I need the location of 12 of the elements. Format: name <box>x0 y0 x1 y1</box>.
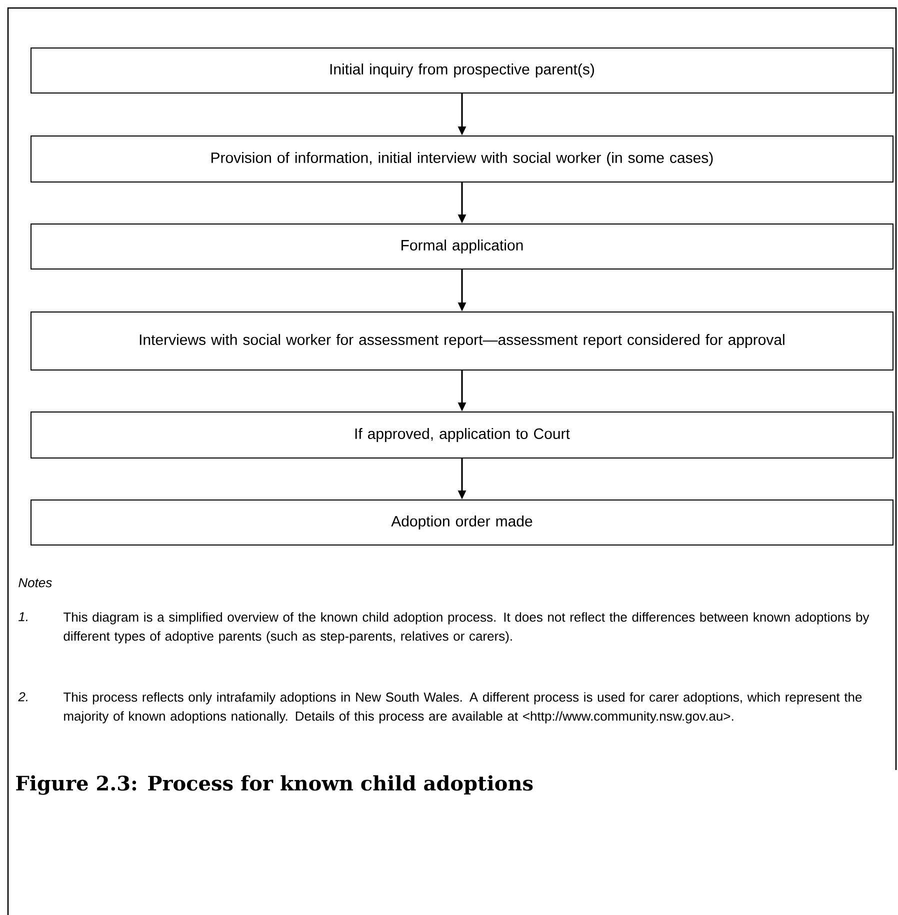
note-text: This diagram is a simplified overview of the known child adoption process. It does not reflect the differences between known adoptions by different types of adoptive parents (such as step-parents, relatives or carers). <box>64 612 870 644</box>
notes-heading: Notes <box>18 578 52 588</box>
note-number: 1. <box>18 612 28 622</box>
note-text: This process reflects only intrafamily adoptions in New South Wales. A different process is used for carer adoptions, which represent the majority of known adoptions nationally. Details of this process are available at <http://www.community.nsw.gov.au>. <box>64 692 862 724</box>
process-box: Adoption order made <box>30 500 894 546</box>
process-box: Interviews with social worker for assessment report—assessment report considered for approval <box>30 312 894 370</box>
process-box: Initial inquiry from prospective parent(s) <box>30 48 894 94</box>
process-box: Formal application <box>30 224 894 270</box>
process-box: Provision of information, initial interview with social worker (in some cases) <box>30 136 894 182</box>
figure-caption: Figure 2.3: Process for known child adoptions <box>16 775 533 795</box>
process-box: If approved, application to Court <box>30 412 894 458</box>
note-number: 2. <box>18 692 28 702</box>
